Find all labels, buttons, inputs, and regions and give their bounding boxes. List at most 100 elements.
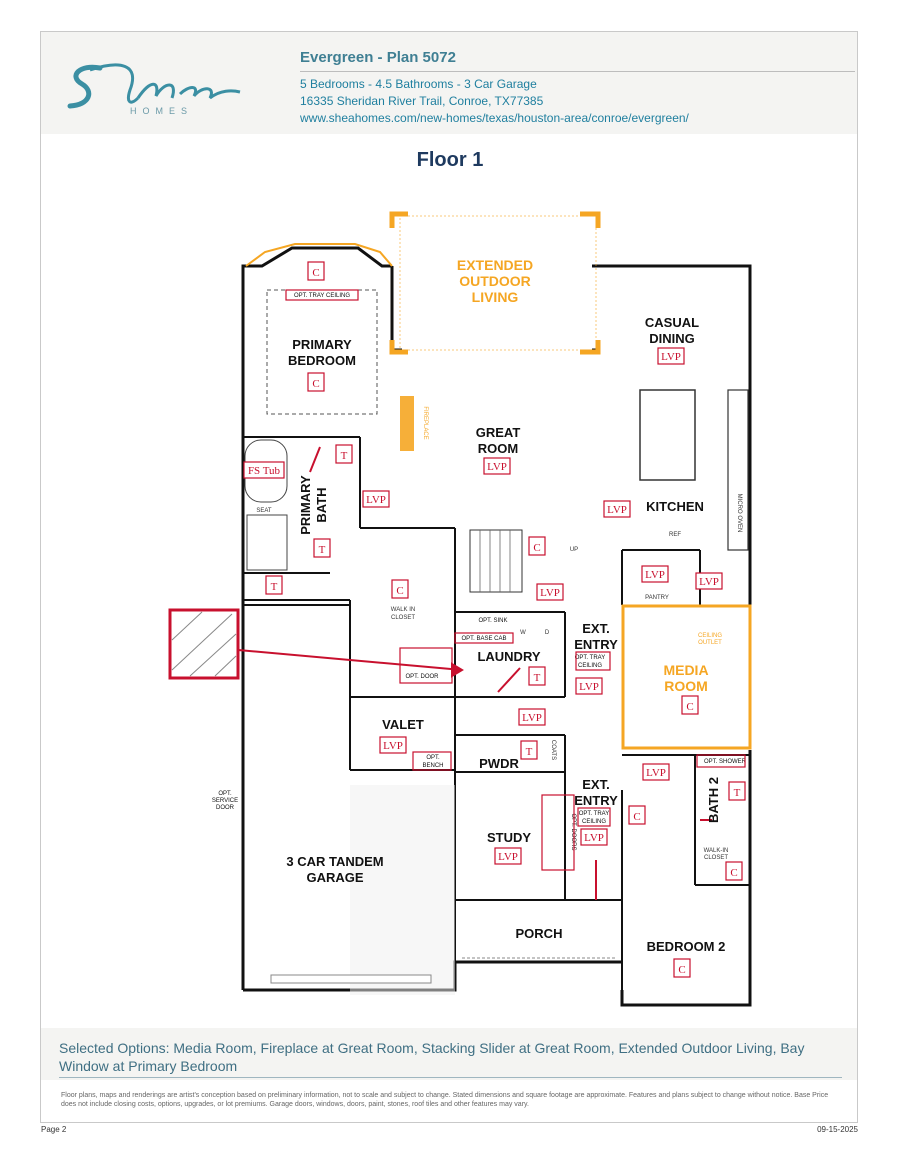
walk-in-b2-label-1: WALK-IN (704, 848, 729, 854)
finish-code-carpet: C (396, 585, 403, 597)
opt-tray-entry-label-2: CEILING (578, 663, 602, 669)
opt-tray-entry2-label-1: OPT. TRAY (579, 811, 609, 817)
finish-code-lvp: LVP (584, 832, 604, 844)
shea-homes-logo: Shea HOMES (67, 63, 241, 116)
walk-in-closet-label-2: CLOSET (391, 615, 415, 621)
ext-entry2-label-1: EXT. (582, 777, 609, 792)
opt-tray-entry2-label-2: CEILING (582, 819, 606, 825)
great-room-label-2: ROOM (478, 441, 518, 456)
media-room-label-1: MEDIA (663, 662, 708, 678)
washer-label: W (520, 630, 526, 636)
ref-label: REF (669, 532, 681, 538)
plan-url[interactable]: www.sheahomes.com/new-homes/texas/housto… (300, 111, 689, 125)
dryer-label: D (545, 630, 550, 636)
finish-code-tile: T (319, 544, 326, 556)
garage-step-area (350, 785, 455, 995)
ceiling-outlet-label-1: CEILING (698, 633, 722, 639)
primary-bedroom-label-1: PRIMARY (292, 337, 352, 352)
kitchen-counter (727, 389, 749, 551)
tray-ceiling-outline (266, 289, 378, 415)
valet-label: VALET (382, 717, 424, 732)
header-divider (300, 71, 855, 72)
selected-options: Selected Options: Media Room, Fireplace … (59, 1040, 805, 1074)
finish-code-lvp: LVP (579, 681, 599, 693)
stair-treads (479, 530, 511, 592)
interior-walls (243, 436, 750, 1005)
finish-code-lvp: LVP (487, 461, 507, 473)
casual-dining-label-1: CASUAL (645, 315, 699, 330)
opt-bench-label-1: OPT. (426, 755, 440, 761)
finish-code-carpet: C (312, 267, 319, 279)
walk-in-b2-label-2: CLOSET (704, 855, 728, 861)
finish-code-lvp: LVP (540, 587, 560, 599)
tile-pattern-swatch (168, 608, 240, 680)
up-label: UP (570, 547, 578, 553)
ext-entry-label-2: ENTRY (574, 637, 618, 652)
page-number: Page 2 (41, 1125, 67, 1134)
seat-label: SEAT (256, 508, 272, 514)
logo-homes-text: HOMES (130, 106, 193, 116)
extended-outdoor-label-1: EXTENDED (457, 257, 533, 273)
footer-divider (59, 1077, 842, 1078)
bath2-label: BATH 2 (706, 777, 721, 823)
finish-code-carpet: C (533, 542, 540, 554)
opt-service-door-label-3: DOOR (216, 805, 235, 811)
opt-tray-entry-label-1: OPT. TRAY (575, 655, 605, 661)
finish-code-lvp: LVP (366, 494, 386, 506)
micro-oven-label: MICRO OVEN (736, 494, 742, 533)
plan-title: Evergreen - Plan 5072 (300, 49, 456, 66)
tile-callout-arrows (237, 446, 712, 900)
opt-base-cab-label: OPT. BASE CAB (461, 636, 506, 642)
media-room-label-2: ROOM (664, 678, 708, 694)
finish-code-tile: T (526, 746, 533, 758)
opt-service-door-label-1: OPT. (218, 791, 232, 797)
finish-code-carpet: C (678, 964, 685, 976)
finish-code-carpet: C (633, 811, 640, 823)
finish-code-lvp: LVP (646, 767, 666, 779)
finish-code-tile: T (534, 672, 541, 684)
primary-bath-label-1: PRIMARY (298, 475, 313, 535)
opt-door-label: OPT. DOOR (405, 674, 439, 680)
pantry-label: PANTRY (645, 595, 669, 601)
powder-label: PWDR (479, 756, 519, 771)
disclaimer: Floor plans, maps and renderings are art… (61, 1092, 829, 1108)
finish-code-lvp: LVP (522, 712, 542, 724)
finish-code-lvp: LVP (607, 504, 627, 516)
bay-window-option (245, 243, 393, 267)
plan-specs: 5 Bedrooms - 4.5 Bathrooms - 3 Car Garag… (300, 77, 537, 91)
great-room-label-1: GREAT (476, 425, 521, 440)
finish-code-tile: T (271, 581, 278, 593)
extended-outdoor-label-2: OUTDOOR (459, 273, 531, 289)
finish-code-fs-tub: FS Tub (248, 465, 281, 477)
opt-service-door-label-2: SERVICE (212, 798, 238, 804)
option-callout-boxes (285, 289, 746, 871)
ceiling-outlet-label-2: OUTLET (698, 640, 722, 646)
finish-codes: C C LVP LVP FS Tub T LVP LVP T C T C LVP… (243, 261, 746, 978)
floor-title: Floor 1 (416, 149, 484, 171)
primary-bath-label-2: BATH (314, 487, 329, 522)
walk-in-closet-label-1: WALK IN (391, 607, 415, 613)
header-band (41, 32, 857, 134)
laundry-label: LAUNDRY (477, 649, 540, 664)
kitchen-island (639, 389, 696, 481)
finish-code-lvp: LVP (645, 569, 665, 581)
finish-code-tile: T (734, 787, 741, 799)
media-room-option-outline (621, 604, 752, 750)
opt-tray-ceiling-label: OPT. TRAY CEILING (294, 293, 350, 299)
tile-pattern-lines (171, 611, 237, 677)
logo-brand-text: Shea (100, 67, 102, 69)
garage-label-2: GARAGE (306, 870, 363, 885)
plan-address: 16335 Sheridan River Trail, Conroe, TX77… (300, 94, 544, 108)
footer-band (41, 1028, 857, 1080)
primary-bedroom-label-2: BEDROOM (288, 353, 356, 368)
finish-code-lvp: LVP (661, 351, 681, 363)
porch-label: PORCH (516, 926, 563, 941)
stairs (469, 529, 523, 593)
finish-code-lvp: LVP (699, 576, 719, 588)
finish-code-lvp: LVP (498, 851, 518, 863)
fireplace-label: FIREPLACE (422, 406, 428, 439)
coats-label: COATS (550, 740, 556, 760)
finish-code-carpet: C (730, 867, 737, 879)
ext-entry-label-1: EXT. (582, 621, 609, 636)
primary-shower (246, 514, 288, 571)
